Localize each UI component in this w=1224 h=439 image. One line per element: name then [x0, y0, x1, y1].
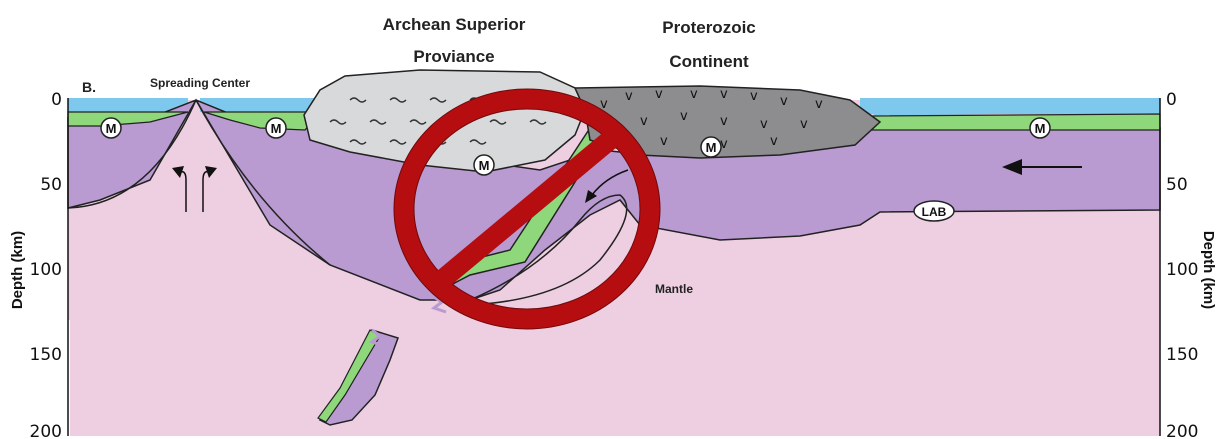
svg-text:v: v — [690, 87, 698, 102]
svg-text:v: v — [770, 134, 778, 149]
svg-text:M: M — [1035, 121, 1046, 136]
panel-label: B. — [82, 79, 96, 95]
right-tick-100: 100 — [1166, 260, 1198, 280]
svg-text:v: v — [625, 89, 633, 104]
right-tick-150: 150 — [1166, 345, 1198, 365]
svg-text:v: v — [720, 87, 728, 102]
svg-text:M: M — [706, 140, 717, 155]
left-tick-50: 50 — [40, 175, 62, 195]
mantle-label: Mantle — [655, 282, 693, 296]
svg-text:v: v — [780, 94, 788, 109]
moho-marker-1: M — [101, 118, 121, 138]
right-tick-0: 0 — [1166, 90, 1177, 110]
svg-text:M: M — [271, 121, 282, 136]
left-tick-0: 0 — [51, 90, 62, 110]
svg-text:v: v — [655, 87, 663, 102]
svg-text:v: v — [660, 134, 668, 149]
svg-text:v: v — [640, 114, 648, 129]
moho-marker-4: M — [701, 137, 721, 157]
svg-text:v: v — [760, 117, 768, 132]
moho-marker-2: M — [266, 118, 286, 138]
moho-marker-3: M — [474, 155, 494, 175]
ocean-right — [860, 98, 1160, 114]
proterozoic-label-line1: Proterozoic — [662, 18, 756, 37]
left-tick-200: 200 — [30, 422, 62, 439]
svg-text:v: v — [815, 97, 823, 112]
proterozoic-label-line2: Continent — [669, 52, 749, 71]
spreading-center-label: Spreading Center — [150, 76, 250, 90]
right-tick-200: 200 — [1166, 422, 1198, 439]
svg-text:v: v — [720, 114, 728, 129]
right-ticks: 0 50 100 150 200 — [1166, 90, 1198, 439]
svg-text:M: M — [106, 121, 117, 136]
right-axis-title: Depth (km) — [1200, 231, 1217, 309]
right-tick-50: 50 — [1166, 175, 1188, 195]
archean-label-line1: Archean Superior — [383, 15, 526, 34]
svg-text:v: v — [680, 109, 688, 124]
left-axis-title: Depth (km) — [9, 231, 26, 309]
crust-right — [860, 114, 1160, 130]
svg-text:LAB: LAB — [922, 205, 947, 219]
left-ticks: 0 50 100 150 200 — [30, 90, 62, 439]
moho-marker-5: M — [1030, 118, 1050, 138]
lab-marker: LAB — [914, 201, 954, 221]
svg-text:v: v — [750, 89, 758, 104]
left-tick-150: 150 — [30, 345, 62, 365]
left-tick-100: 100 — [30, 260, 62, 280]
archean-label-line2: Proviance — [413, 47, 494, 66]
svg-text:M: M — [479, 158, 490, 173]
svg-text:v: v — [800, 117, 808, 132]
